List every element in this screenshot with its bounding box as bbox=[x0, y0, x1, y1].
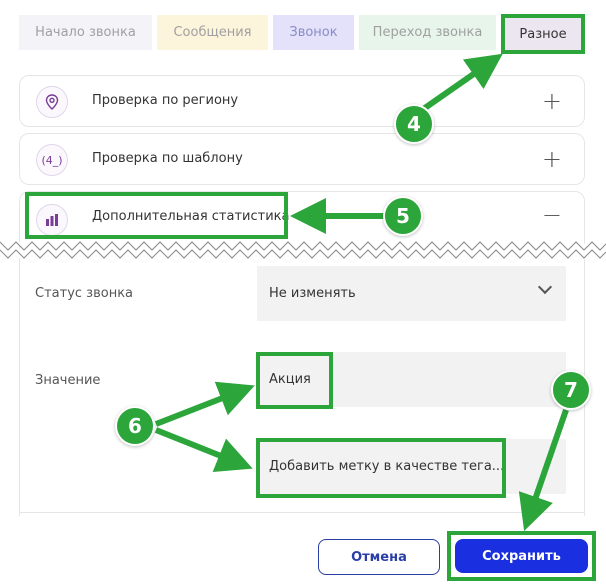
highlight-box-step7 bbox=[447, 531, 596, 581]
accordion-region-check[interactable]: Проверка по региону + bbox=[19, 75, 585, 127]
location-pin-icon bbox=[36, 86, 68, 118]
step-badge-4: 4 bbox=[394, 104, 434, 144]
accordion-title: Проверка по шаблону bbox=[92, 151, 243, 166]
value-label: Значение bbox=[35, 373, 101, 388]
cut-separator bbox=[0, 241, 606, 260]
value-input[interactable]: Акция bbox=[257, 352, 566, 407]
template-icon: (4_) bbox=[36, 144, 68, 176]
highlight-box-step5 bbox=[25, 192, 288, 239]
highlight-box-step6-value bbox=[256, 352, 333, 409]
tab-call-start[interactable]: Начало звонка bbox=[19, 15, 152, 50]
bar-chart-icon bbox=[36, 204, 68, 236]
call-status-value: Не изменять bbox=[269, 286, 356, 301]
tag-input[interactable]: Добавить метку в качестве тега... bbox=[257, 439, 566, 494]
tab-messages[interactable]: Сообщения bbox=[157, 15, 268, 50]
tag-placeholder: Добавить метку в качестве тега... bbox=[269, 459, 505, 474]
call-status-select[interactable]: Не изменять bbox=[257, 266, 566, 321]
tab-misc[interactable]: Разное bbox=[501, 14, 585, 54]
collapse-icon[interactable]: − bbox=[541, 201, 562, 229]
expand-icon[interactable]: + bbox=[541, 145, 562, 173]
step-badge-6: 6 bbox=[115, 406, 155, 446]
accordion-title: Дополнительная статистика bbox=[92, 209, 290, 224]
step-badge-5: 5 bbox=[383, 196, 423, 236]
expand-icon[interactable]: + bbox=[541, 87, 562, 115]
highlight-box-step6-tag bbox=[256, 438, 506, 498]
tab-call[interactable]: Звонок bbox=[273, 15, 354, 50]
panel-divider bbox=[19, 512, 585, 513]
tab-call-transfer[interactable]: Переход звонка bbox=[359, 15, 496, 50]
value-text: Акция bbox=[269, 372, 311, 387]
accordion-template-check[interactable]: (4_) Проверка по шаблону + bbox=[19, 133, 585, 185]
step-badge-7: 7 bbox=[551, 370, 591, 410]
cancel-button[interactable]: Отмена bbox=[318, 539, 440, 575]
chevron-down-icon bbox=[537, 279, 553, 295]
accordion-title: Проверка по региону bbox=[92, 93, 239, 108]
save-button[interactable]: Сохранить bbox=[455, 539, 588, 573]
call-status-label: Статус звонка bbox=[35, 286, 134, 301]
